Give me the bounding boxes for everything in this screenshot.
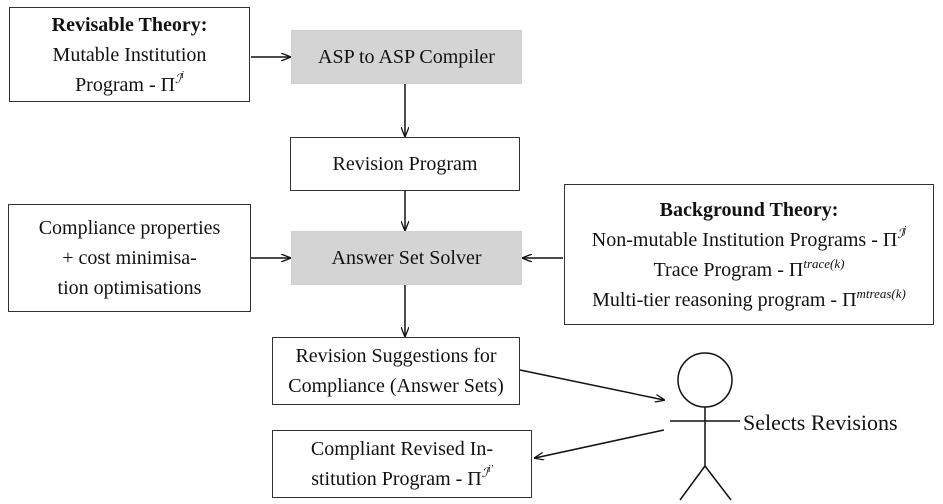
background-theory-line2: Trace Program - Πtrace(k) <box>653 255 845 281</box>
answer-set-solver-label: Answer Set Solver <box>331 247 482 269</box>
revision-suggestions-line1: Revision Suggestions for <box>295 345 497 367</box>
revisable-theory-title: Revisable Theory: <box>51 13 208 36</box>
revision-suggestions-box: Revision Suggestions for Compliance (Ans… <box>272 337 520 405</box>
compliance-line1: Compliance properties <box>38 217 221 239</box>
revisable-theory-line2: Program - Πℐi <box>75 69 184 96</box>
background-theory-line3: Multi-tier reasoning program - Πmtreas(k… <box>592 285 906 311</box>
compliant-revised-box: Compliant Revised In- stitution Program … <box>272 430 532 498</box>
arrow-suggestions-to-person <box>519 369 664 400</box>
compliance-line3: tion optimisations <box>57 277 202 299</box>
answer-set-solver-box: Answer Set Solver <box>291 231 522 285</box>
compliance-box: Compliance properties + cost minimisa- t… <box>8 204 251 312</box>
asp-compiler-label: ASP to ASP Compiler <box>318 46 495 68</box>
selects-revisions-label: Selects Revisions <box>743 410 898 435</box>
arrow-person-to-compliant <box>535 429 665 458</box>
revisable-theory-line1: Mutable Institution <box>52 43 207 66</box>
revision-program-label: Revision Program <box>332 153 478 175</box>
asp-compiler-box: ASP to ASP Compiler <box>291 30 522 84</box>
revision-program-box: Revision Program <box>290 137 520 191</box>
compliant-revised-line1: Compliant Revised In- <box>310 438 494 460</box>
compliance-line2: + cost minimisa- <box>62 247 197 269</box>
background-theory-box: Background Theory: Non-mutable Instituti… <box>564 184 934 325</box>
background-theory-line1: Non-mutable Institution Programs - Πℐj <box>591 224 907 251</box>
person-icon <box>670 352 740 501</box>
compliant-revised-line2: stitution Program - Πℐi′ <box>311 464 493 491</box>
background-theory-title: Background Theory: <box>659 198 839 221</box>
revisable-theory-box: Revisable Theory: Mutable Institution Pr… <box>9 7 250 102</box>
revision-suggestions-line2: Compliance (Answer Sets) <box>288 375 504 397</box>
